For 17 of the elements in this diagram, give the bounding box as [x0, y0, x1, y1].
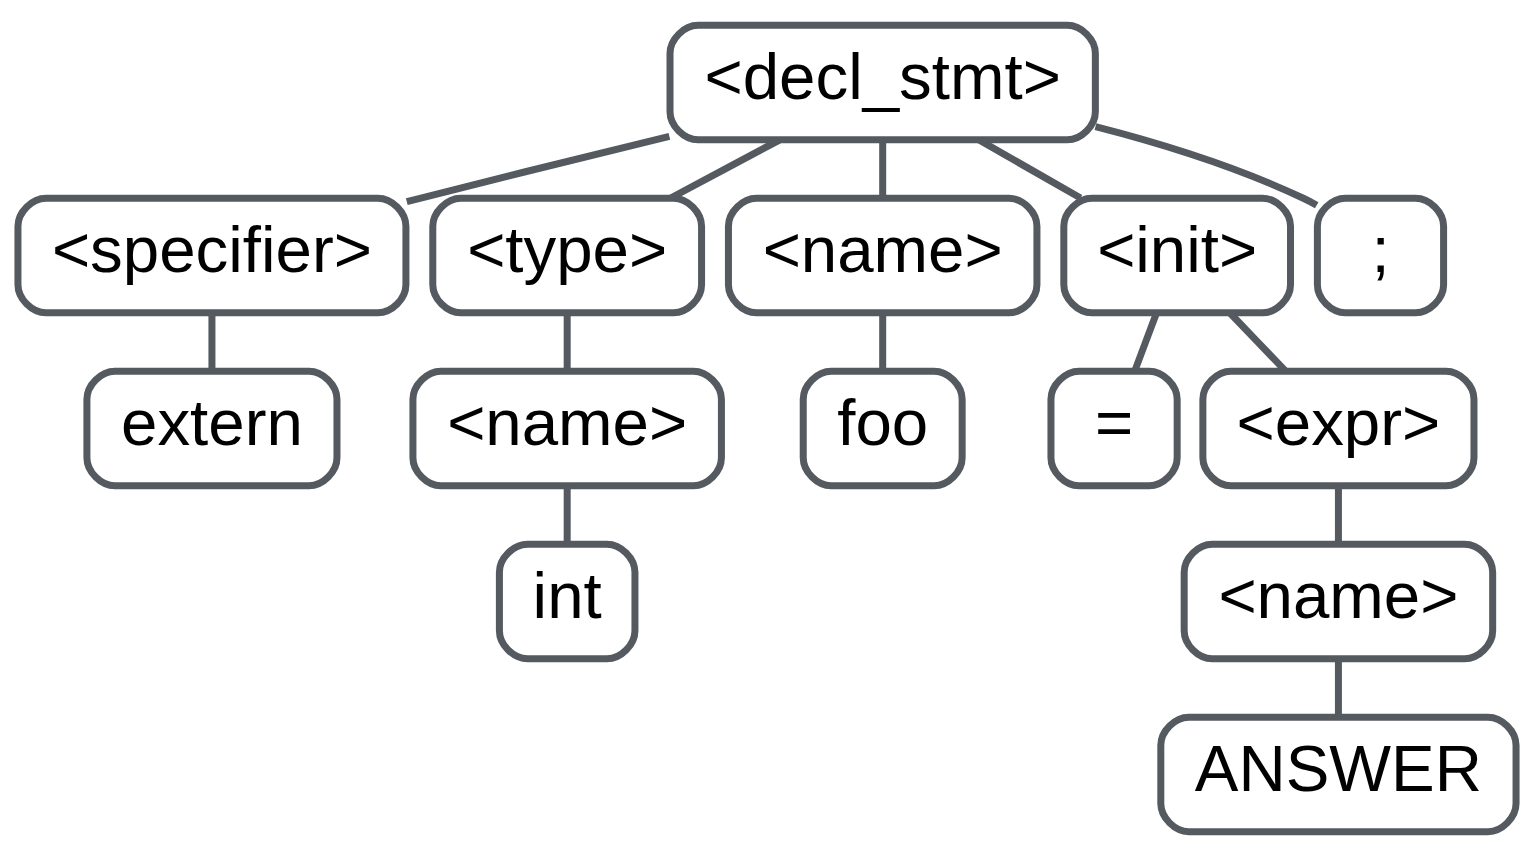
- connector: [1094, 122, 1319, 208]
- node-box: <specifier>: [14, 194, 410, 316]
- node-box: ;: [1313, 194, 1448, 316]
- node-box: <init>: [1060, 194, 1294, 316]
- connector: [977, 136, 1083, 201]
- node-box: <name>: [409, 367, 725, 489]
- node-box: =: [1047, 367, 1181, 489]
- node-box: <type>: [429, 194, 706, 316]
- node-box: foo: [799, 367, 966, 489]
- node-box: <decl_stmt>: [666, 21, 1099, 143]
- node-box: <name>: [724, 194, 1041, 316]
- node-box: <expr>: [1199, 367, 1478, 489]
- connector: [405, 132, 671, 205]
- node-box: extern: [83, 367, 341, 489]
- node-box: <name>: [1180, 540, 1497, 662]
- node-box: ANSWER: [1157, 713, 1520, 835]
- node-box: int: [495, 540, 639, 662]
